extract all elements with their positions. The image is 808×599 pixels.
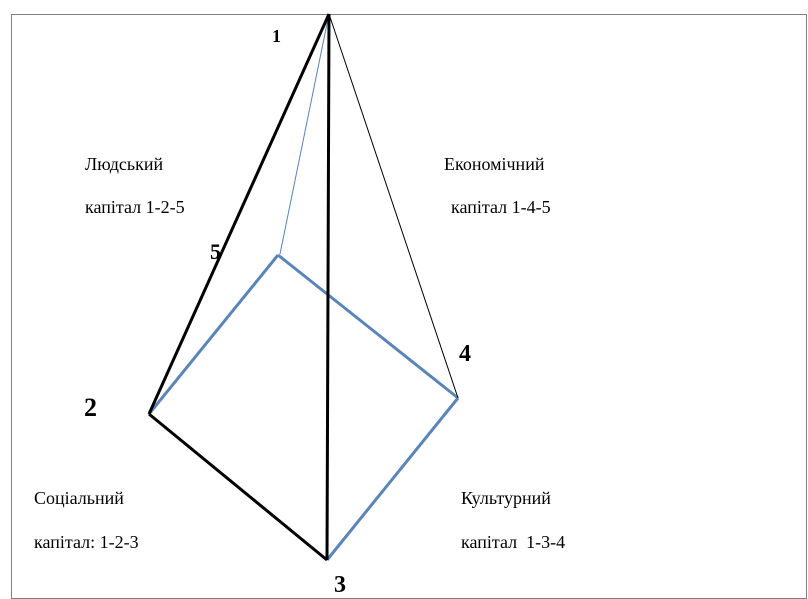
vertex-label-3: 3 (334, 572, 346, 598)
social-capital-line2: капітал: 1-2-3 (34, 532, 139, 552)
economic-capital-line1: Економічний (444, 154, 545, 174)
edge-1-2 (147, 13, 331, 415)
human-capital-line1: Людський (85, 154, 164, 174)
vertex-label-4: 4 (459, 341, 471, 367)
edge-2-5 (147, 254, 280, 415)
vertex-label-1: 1 (272, 26, 281, 46)
human-capital-line2: капітал 1-2-5 (85, 197, 185, 217)
edge-1-4 (328, 13, 459, 399)
vertex-label-2: 2 (84, 393, 97, 422)
vertex-label-5: 5 (210, 239, 221, 264)
edge-4-3 (325, 397, 460, 561)
social-capital-line1: Соціальний (34, 488, 124, 508)
edge-2-3 (148, 412, 328, 562)
edge-1-5 (279, 13, 330, 255)
edge-1-3 (325, 13, 331, 561)
cultural-capital-line1: Культурний (461, 488, 551, 508)
edge-5-4 (277, 253, 459, 400)
economic-capital-line2: капітал 1-4-5 (451, 197, 551, 217)
diagram-frame (11, 14, 807, 599)
cultural-capital-line2: капітал 1-3-4 (461, 532, 566, 552)
